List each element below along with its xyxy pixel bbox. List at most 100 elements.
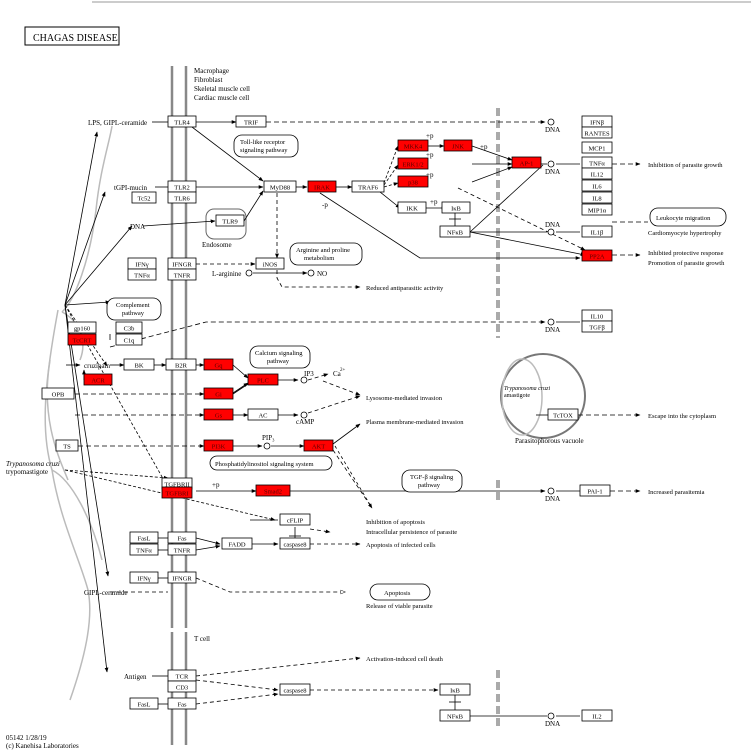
gene-node-caspase8b[interactable]: caspase8	[279, 683, 311, 696]
gene-node-jnk[interactable]: JNK	[443, 139, 473, 152]
arg-pathway-box[interactable]	[289, 242, 363, 266]
gene-box-tlr4[interactable]	[167, 115, 197, 128]
gene-node-tnfa_l[interactable]: TNFα	[127, 268, 157, 281]
gene-box-traf6[interactable]	[351, 180, 385, 193]
gene-box-il2[interactable]	[581, 709, 613, 722]
gene-node-ifngr2[interactable]: IFNGR	[167, 571, 197, 584]
gene-node-ikb2[interactable]: IκB	[439, 683, 471, 696]
complement-pathway-box[interactable]	[106, 297, 162, 321]
gene-box-plc[interactable]	[247, 373, 279, 386]
gene-box-tc52[interactable]	[131, 191, 157, 204]
apoptosis-pathway-box[interactable]	[369, 583, 431, 601]
gene-node-plc[interactable]: PLC	[247, 373, 279, 386]
gene-box-ac[interactable]	[247, 408, 279, 421]
gene-node-cd3[interactable]: CD3	[167, 680, 197, 693]
pi-pathway-box[interactable]	[209, 455, 333, 471]
gene-node-tc52[interactable]: Tc52	[131, 191, 157, 204]
gene-node-c3b[interactable]: C3b	[115, 321, 143, 334]
gene-box-c1q[interactable]	[115, 333, 143, 346]
gene-node-ifng_l2[interactable]: IFNγ	[129, 571, 159, 584]
gene-box-tcrt[interactable]	[67, 333, 97, 346]
gene-box-fadd[interactable]	[221, 537, 253, 550]
gene-node-mip1a[interactable]: MIP1α	[581, 203, 613, 216]
gene-box-tnfa_l2[interactable]	[129, 543, 159, 556]
gene-box-fasl[interactable]	[129, 531, 159, 544]
gene-box-il8[interactable]	[581, 191, 613, 204]
gene-node-il8[interactable]: IL8	[581, 191, 613, 204]
gene-node-erk[interactable]: ERK1/2	[397, 157, 429, 170]
tgfb-pathway-box[interactable]	[401, 469, 463, 493]
gene-box-caspase8[interactable]	[279, 537, 311, 550]
gene-box-jnk[interactable]	[443, 139, 473, 152]
gene-node-akt[interactable]: AKT	[303, 439, 334, 452]
gene-node-gi[interactable]: Gi	[203, 387, 234, 400]
gene-node-tctox[interactable]: TcTOX	[547, 408, 579, 421]
gene-box-b2r[interactable]	[165, 358, 197, 371]
gene-box-ikk[interactable]	[397, 201, 427, 214]
gene-node-gs[interactable]: Gs	[203, 408, 234, 421]
gene-box-rantes[interactable]	[581, 126, 613, 139]
gene-box-nfkb[interactable]	[439, 225, 471, 238]
gene-node-ikk[interactable]: IKK	[397, 201, 427, 214]
gene-node-opb[interactable]: OPB	[41, 387, 75, 400]
calcium-pathway-box[interactable]	[249, 345, 311, 369]
gene-node-cflip[interactable]: cFLIP	[279, 513, 311, 526]
gene-node-gq[interactable]: Gq	[203, 358, 234, 371]
gene-box-opb[interactable]	[41, 387, 75, 400]
gene-node-trif[interactable]: TRIF	[235, 115, 267, 128]
gene-box-cd3[interactable]	[167, 680, 197, 693]
gene-node-pi3k[interactable]: PI3K	[203, 439, 234, 452]
gene-box-tlr9[interactable]	[215, 214, 245, 227]
gene-box-inos[interactable]	[255, 257, 285, 270]
gene-node-il2[interactable]: IL2	[581, 709, 613, 722]
gene-node-tgfb[interactable]: TGFβ	[581, 320, 613, 333]
gene-box-irak[interactable]	[307, 180, 337, 193]
gene-node-pp2a[interactable]: PP2A	[581, 249, 613, 262]
gene-box-cflip[interactable]	[279, 513, 311, 526]
gene-node-tlr4[interactable]: TLR4	[167, 115, 197, 128]
gene-box-pi3k[interactable]	[203, 439, 234, 452]
gene-node-ap1[interactable]: AP-1	[511, 156, 542, 169]
gene-node-ifng_l[interactable]: IFNγ	[127, 257, 157, 270]
gene-node-fas2[interactable]: Fas	[167, 697, 197, 710]
gene-node-tnfr[interactable]: TNFR	[167, 268, 197, 281]
gene-node-fadd[interactable]: FADD	[221, 537, 253, 550]
gene-box-pai1[interactable]	[579, 484, 611, 497]
gene-node-tcr[interactable]: TCR	[167, 669, 197, 682]
gene-node-fasl[interactable]: FasL	[129, 531, 159, 544]
gene-node-tnfr2[interactable]: TNFR	[167, 543, 197, 556]
gene-node-b2r[interactable]: B2R	[165, 358, 197, 371]
gene-box-fas2[interactable]	[167, 697, 197, 710]
gene-node-il6[interactable]: IL6	[581, 179, 613, 192]
gene-node-tlr6[interactable]: TLR6	[167, 191, 197, 204]
gene-box-ifng_l2[interactable]	[129, 571, 159, 584]
gene-node-ifngr[interactable]: IFNGR	[167, 257, 197, 270]
gene-node-c1q[interactable]: C1q	[115, 333, 143, 346]
gene-node-ts[interactable]: TS	[55, 439, 79, 452]
gene-node-tlr9[interactable]: TLR9	[215, 214, 245, 227]
gene-node-tnfa_o[interactable]: TNFα	[581, 156, 613, 169]
gene-node-gp160[interactable]: gp160	[67, 321, 97, 334]
gene-node-tlr2[interactable]: TLR2	[167, 180, 197, 193]
gene-node-ac[interactable]: AC	[247, 408, 279, 421]
gene-box-p38[interactable]	[397, 175, 429, 188]
gene-box-ikb2[interactable]	[439, 683, 471, 696]
gene-box-tnfa_l[interactable]	[127, 268, 157, 281]
gene-node-nfkb[interactable]: NFκB	[439, 225, 471, 238]
gene-box-fasl2[interactable]	[129, 697, 159, 710]
gene-box-gp160[interactable]	[67, 321, 97, 334]
gene-box-il1b[interactable]	[581, 225, 613, 238]
gene-box-ifngr2[interactable]	[167, 571, 197, 584]
tlr-pathway-box[interactable]	[233, 134, 299, 158]
gene-node-smad2[interactable]: Smad2	[255, 484, 291, 497]
gene-box-ikb[interactable]	[441, 201, 471, 214]
gene-box-acr[interactable]	[83, 373, 113, 386]
gene-box-fas[interactable]	[167, 531, 197, 544]
gene-box-bk[interactable]	[123, 358, 155, 371]
gene-node-tgfbrii[interactable]: TGFBRI	[161, 486, 193, 499]
gene-box-mkk4[interactable]	[397, 139, 429, 152]
gene-node-il1b[interactable]: IL1β	[581, 225, 613, 238]
gene-node-tcrt[interactable]: TcCRT	[67, 333, 97, 346]
gene-box-tnfr[interactable]	[167, 268, 197, 281]
gene-box-tlr6[interactable]	[167, 191, 197, 204]
